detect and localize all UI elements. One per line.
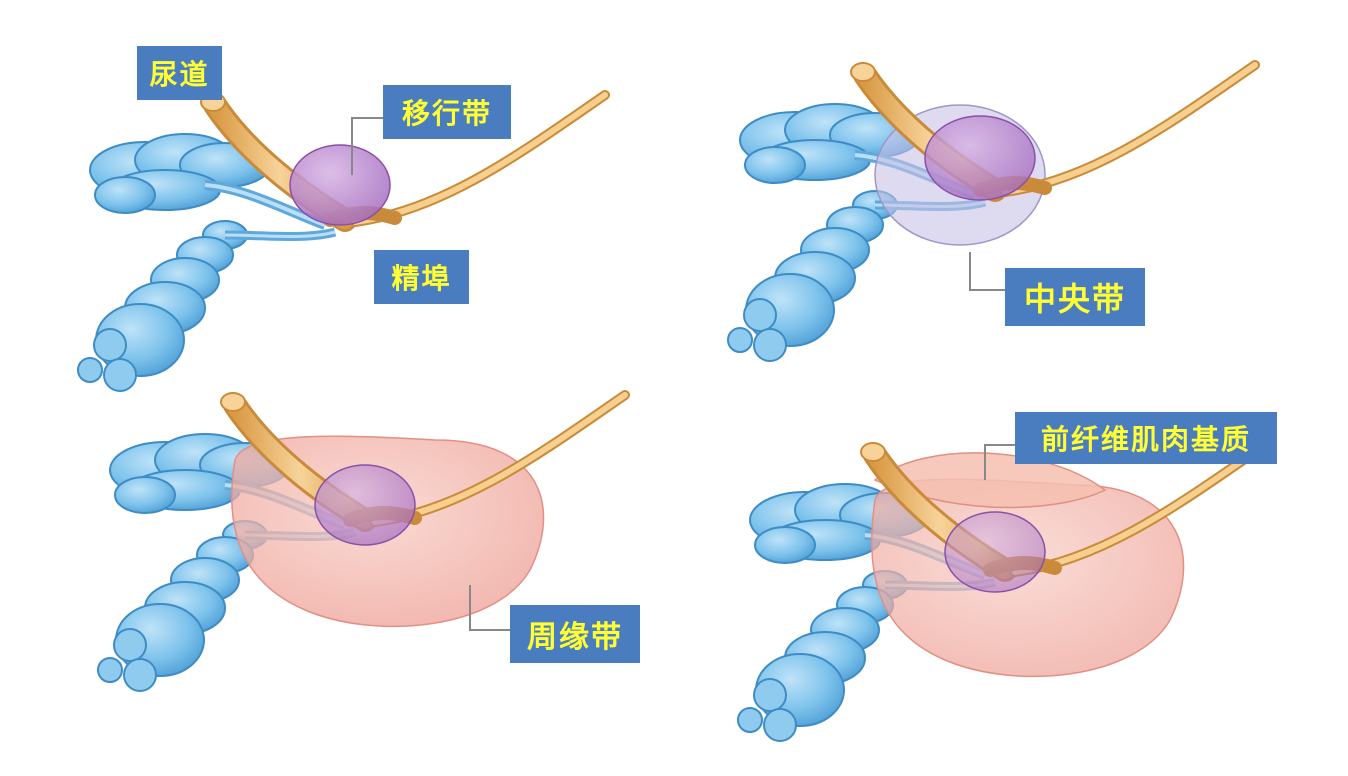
leader-peripheral-zone	[469, 585, 510, 631]
transition-zone-shape-4	[944, 511, 1046, 593]
transition-zone-shape	[289, 144, 391, 226]
panel-4-illustration	[738, 443, 1265, 741]
leader-transition-zone	[351, 117, 385, 175]
leader-central-zone	[969, 252, 1005, 291]
label-central-zone: 中央带	[1005, 268, 1145, 326]
label-anterior-fibromuscular-stroma: 前纤维肌肉基质	[1015, 412, 1277, 464]
label-verumontanum: 精埠	[374, 250, 469, 304]
transition-zone-shape-3	[314, 464, 416, 546]
panel-3-illustration	[98, 393, 625, 691]
leader-anterior-stroma	[984, 444, 1015, 480]
label-peripheral-zone: 周缘带	[510, 605, 640, 663]
anterior-stroma-shape	[873, 452, 1107, 509]
label-urethra: 尿道	[137, 46, 222, 100]
label-transition-zone: 移行带	[383, 85, 511, 139]
panel-2-illustration	[728, 63, 1255, 361]
panel-1-illustration	[78, 93, 605, 391]
transition-zone-shape-2	[924, 115, 1036, 201]
